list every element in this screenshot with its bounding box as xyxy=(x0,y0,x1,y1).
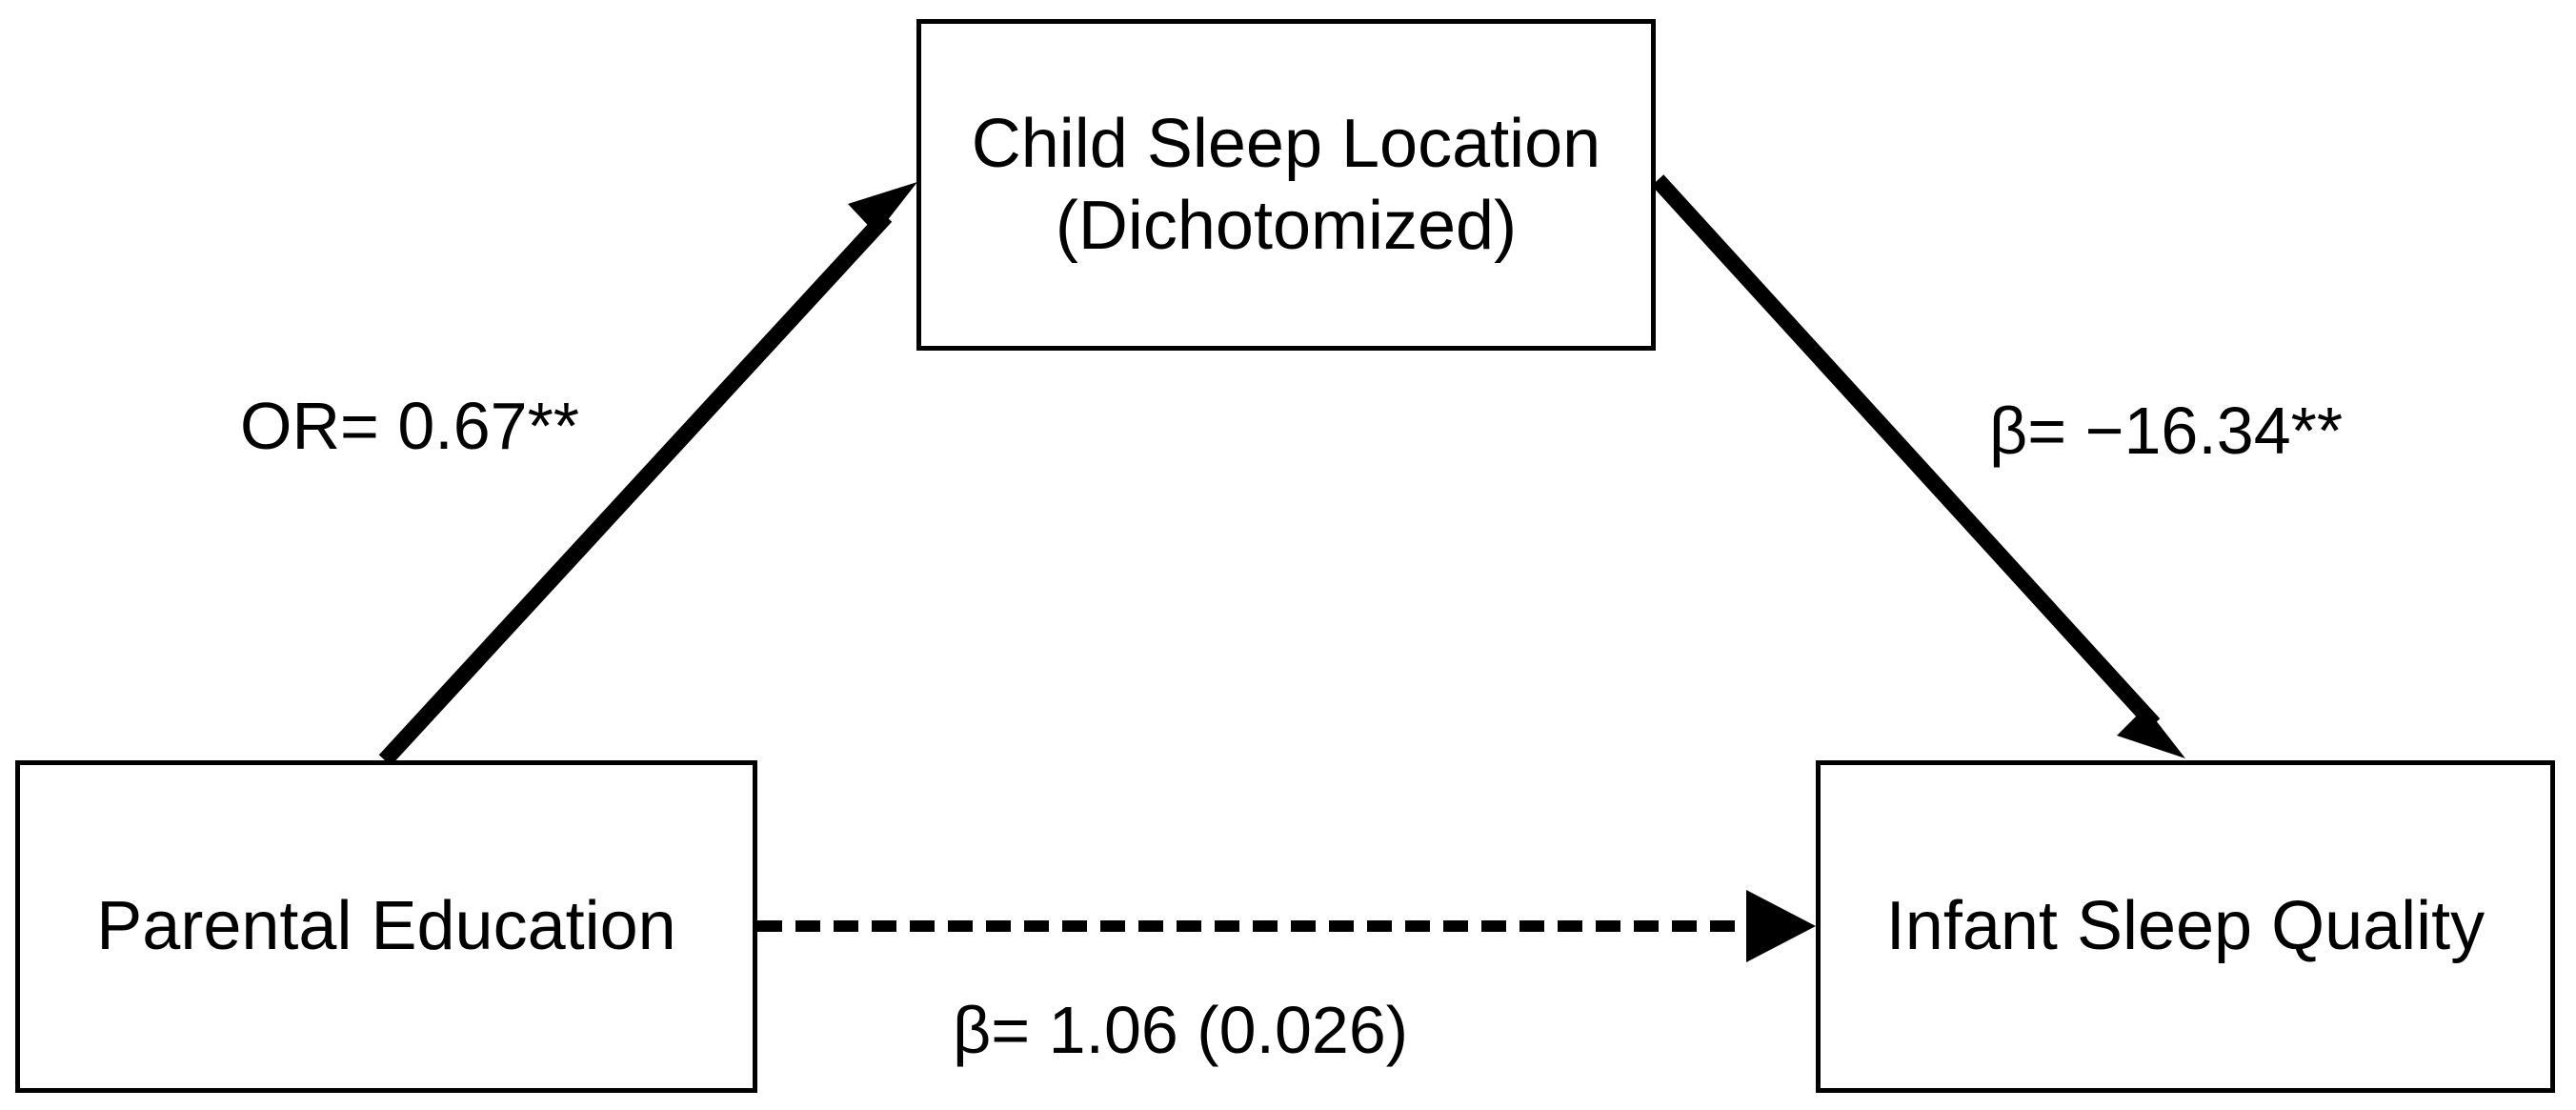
node-parental-education[interactable]: Parental Education xyxy=(15,760,757,1093)
node-infant-sleep-quality[interactable]: Infant Sleep Quality xyxy=(1816,760,2555,1093)
node-child-sleep-location[interactable]: Child Sleep Location (Dichotomized) xyxy=(916,19,1656,351)
node-mediator-label: Child Sleep Location (Dichotomized) xyxy=(921,103,1651,268)
node-predictor-label: Parental Education xyxy=(20,885,753,967)
node-mediator-line1: Child Sleep Location xyxy=(971,105,1601,182)
arrow-c-path xyxy=(757,890,1816,962)
node-predictor-line1: Parental Education xyxy=(96,888,676,965)
node-mediator-line2: (Dichotomized) xyxy=(1055,188,1518,264)
node-outcome-label: Infant Sleep Quality xyxy=(1821,885,2550,967)
path-label-c: β= 1.06 (0.026) xyxy=(953,993,1409,1067)
path-label-b: β= −16.34** xyxy=(1989,394,2344,468)
path-label-a: OR= 0.67** xyxy=(240,389,580,463)
node-outcome-line1: Infant Sleep Quality xyxy=(1885,888,2485,965)
arrow-b-path xyxy=(1651,174,2185,758)
arrow-a-path xyxy=(378,182,917,766)
